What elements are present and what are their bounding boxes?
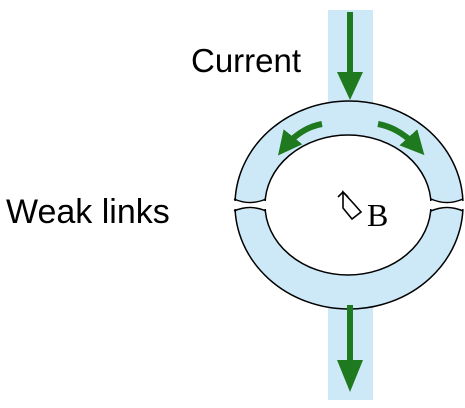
- right-branch-arrow: [377, 121, 425, 156]
- right-weak-link: [429, 198, 465, 212]
- current-out-arrow: [337, 305, 363, 392]
- superconducting-ring: [234, 100, 464, 310]
- left-weak-link: [232, 198, 268, 212]
- weak-links-label: Weak links: [6, 193, 170, 231]
- left-branch-arrow: [278, 121, 323, 156]
- current-label: Current: [191, 42, 302, 79]
- current-in-arrow: [337, 12, 363, 100]
- phi-flux-icon: [337, 189, 363, 221]
- magnetic-field-label: B: [367, 197, 389, 233]
